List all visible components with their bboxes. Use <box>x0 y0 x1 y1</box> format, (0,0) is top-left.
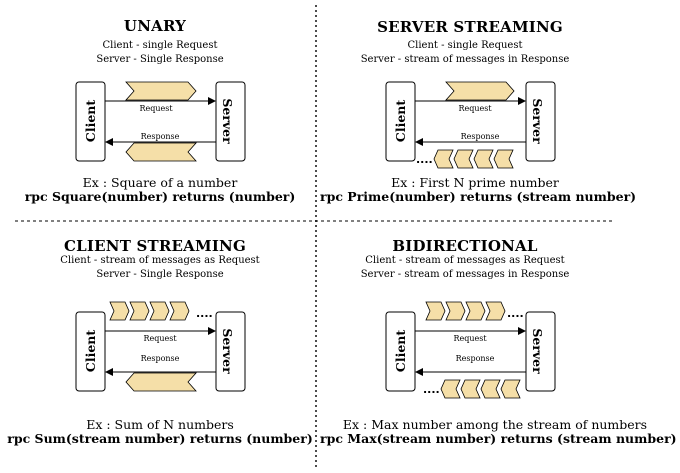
bidirectional-response-message <box>500 379 521 399</box>
server-streaming-response-label: Response <box>461 132 500 141</box>
client-streaming-diagram: .... Client Server Request Response <box>75 301 246 392</box>
unary-request-message <box>125 81 197 101</box>
client-streaming-ellipsis: .... <box>196 307 213 320</box>
client-streaming-server-label: Server <box>220 328 235 374</box>
bidirectional-request-message <box>485 301 506 321</box>
server-streaming-example: Ex : First N prime number <box>391 175 559 190</box>
bidirectional-example: Ex : Max number among the stream of numb… <box>342 417 648 432</box>
client-streaming-server-desc: Server - Single Response <box>96 269 224 280</box>
server-streaming-response-message <box>433 149 454 169</box>
bidirectional-client-label: Client <box>393 330 408 372</box>
bidirectional-response-message <box>480 379 501 399</box>
bidirectional-request-message <box>425 301 446 321</box>
bidirectional-client-desc: Client - stream of messages as Request <box>365 255 565 266</box>
bidirectional-server-label: Server <box>530 328 545 374</box>
bidirectional-diagram: .... Client Server Request Response .... <box>385 301 556 399</box>
server-streaming-request-label: Request <box>458 104 492 113</box>
bidirectional-response-label: Response <box>456 354 495 363</box>
client-streaming-client-box <box>75 311 106 392</box>
bidirectional-request-label: Request <box>453 334 487 343</box>
client-streaming-response-message <box>125 372 197 392</box>
unary-example: Ex : Square of a number <box>82 175 238 190</box>
server-streaming-request-message <box>445 81 515 101</box>
bidirectional-request-ellipsis: .... <box>507 307 524 320</box>
bidirectional-request-message <box>465 301 486 321</box>
bidirectional-server-box <box>525 311 556 392</box>
client-streaming-request-label: Request <box>143 334 177 343</box>
server-streaming-response-message <box>453 149 474 169</box>
unary-response-message <box>125 142 197 162</box>
bidirectional-request-message <box>445 301 466 321</box>
server-streaming-ellipsis: .... <box>416 153 433 166</box>
client-streaming-response-label: Response <box>141 354 180 363</box>
server-streaming-diagram: Client Server Request Response .... <box>385 81 556 169</box>
client-streaming-request-message <box>149 301 170 321</box>
client-streaming-client-label: Client <box>83 330 98 372</box>
server-streaming-server-desc: Server - stream of messages in Response <box>360 54 570 65</box>
unary-diagram: Client Server Request Response <box>75 81 246 162</box>
server-streaming-server-label: Server <box>530 98 545 144</box>
bidirectional-response-ellipsis: .... <box>423 383 440 396</box>
client-streaming-request-message <box>109 301 130 321</box>
unary-client-desc: Client - single Request <box>102 40 218 51</box>
unary-server-label: Server <box>220 98 235 144</box>
server-streaming-rpc: rpc Prime(number) returns (stream number… <box>320 189 637 204</box>
client-streaming-request-message <box>129 301 150 321</box>
unary-server-box <box>215 81 246 162</box>
bidirectional-rpc: rpc Max(stream number) returns (stream n… <box>320 431 677 446</box>
server-streaming-client-label: Client <box>393 100 408 142</box>
client-streaming-request-message <box>169 301 190 321</box>
server-streaming-server-box <box>525 81 556 162</box>
bidirectional-client-box <box>385 311 416 392</box>
client-streaming-title: CLIENT STREAMING <box>64 237 246 255</box>
server-streaming-client-box <box>385 81 416 162</box>
client-streaming-server-box <box>215 311 246 392</box>
unary-server-desc: Server - Single Response <box>96 54 224 65</box>
bidirectional-response-message <box>460 379 481 399</box>
bidirectional-response-message <box>440 379 461 399</box>
client-streaming-example: Ex : Sum of N numbers <box>86 417 234 432</box>
unary-title: UNARY <box>123 17 187 35</box>
client-streaming-client-desc: Client - stream of messages as Request <box>60 255 260 266</box>
unary-rpc: rpc Square(number) returns (number) <box>24 189 296 204</box>
client-streaming-rpc: rpc Sum(stream number) returns (number) <box>7 431 313 446</box>
unary-response-label: Response <box>141 132 180 141</box>
unary-client-box <box>75 81 106 162</box>
server-streaming-title: SERVER STREAMING <box>377 18 563 36</box>
bidirectional-title: BIDIRECTIONAL <box>392 237 538 255</box>
unary-client-label: Client <box>83 100 98 142</box>
server-streaming-response-message <box>493 149 514 169</box>
unary-request-label: Request <box>139 104 173 113</box>
server-streaming-client-desc: Client - single Request <box>407 40 523 51</box>
bidirectional-server-desc: Server - stream of messages in Response <box>360 269 570 280</box>
server-streaming-response-message <box>473 149 494 169</box>
